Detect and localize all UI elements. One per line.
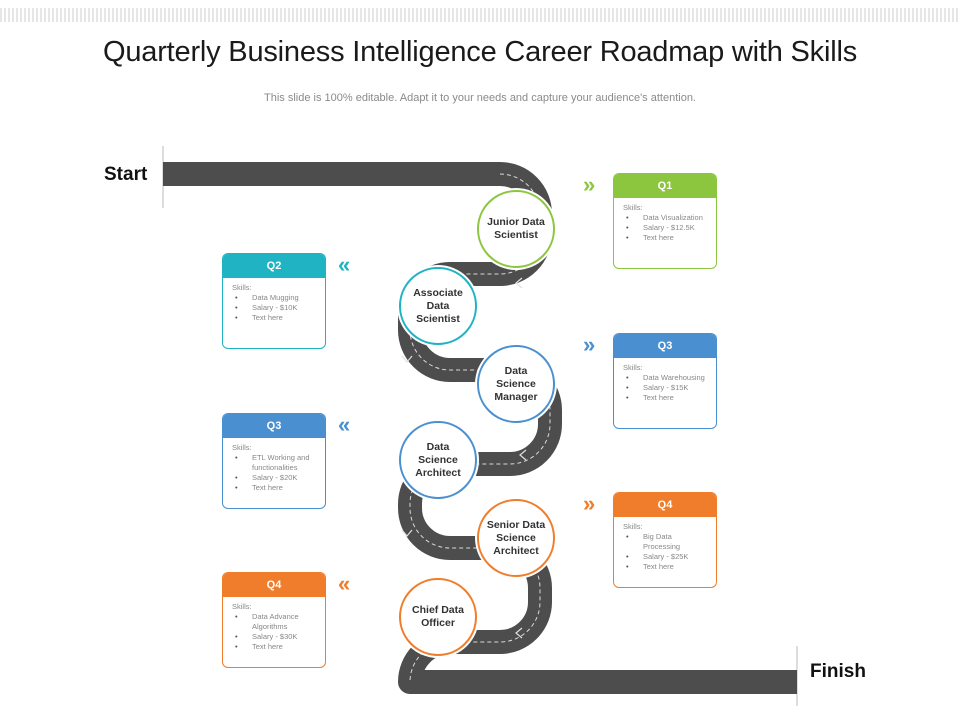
card-header: Q1 [614, 174, 716, 198]
skill-item: Salary - $10K [235, 303, 317, 313]
card-header: Q4 [223, 573, 325, 597]
skills-list: ETL Working and functionalities Salary -… [232, 453, 317, 493]
skill-item: Salary - $25K [626, 552, 708, 562]
stage-label: Senior Data Science Architect [486, 518, 546, 557]
skill-item: Big Data Processing [626, 532, 708, 552]
skill-item: Text here [235, 483, 317, 493]
chevron-left-icon: « [338, 252, 351, 277]
skill-item: ETL Working and functionalities [235, 453, 317, 473]
chevron-right-icon: » [583, 491, 596, 516]
header-stripe [0, 8, 960, 22]
skill-item: Text here [626, 393, 708, 403]
skills-label: Skills: [623, 203, 643, 212]
card-body: Skills: Data Advance Algorithms Salary -… [223, 597, 325, 652]
quarter-card-q4-right: Q4 Skills: Big Data Processing Salary - … [613, 492, 717, 588]
card-header: Q2 [223, 254, 325, 278]
skill-item: Data Advance Algorithms [235, 612, 317, 632]
quarter-card-q3-right: Q3 Skills: Data Warehousing Salary - $15… [613, 333, 717, 429]
slide-subtitle: This slide is 100% editable. Adapt it to… [264, 92, 696, 104]
skills-label: Skills: [623, 363, 643, 372]
road-center-dash [409, 173, 551, 683]
card-body: Skills: Big Data Processing Salary - $25… [614, 517, 716, 572]
stage-label: Associate Data Scientist [413, 286, 463, 325]
stage-label: Data Science Manager [494, 364, 538, 403]
finish-label: Finish [810, 661, 866, 682]
stage-associate-data-scientist: Associate Data Scientist [399, 267, 477, 345]
stage-label: Data Science Architect [415, 440, 461, 479]
stage-chief-data-officer: Chief Data Officer [399, 578, 477, 656]
card-body: Skills: Data Mugging Salary - $10K Text … [223, 278, 325, 323]
skill-item: Salary - $20K [235, 473, 317, 483]
slide-title: Quarterly Business Intelligence Career R… [102, 36, 857, 68]
skills-list: Big Data Processing Salary - $25K Text h… [623, 532, 708, 572]
skills-label: Skills: [232, 283, 252, 292]
skill-item: Salary - $15K [626, 383, 708, 393]
skills-list: Data Mugging Salary - $10K Text here [232, 293, 317, 323]
skills-list: Data Visualization Salary - $12.5K Text … [623, 213, 708, 243]
skill-item: Data Mugging [235, 293, 317, 303]
skill-item: Text here [235, 313, 317, 323]
skill-item: Salary - $30K [235, 632, 317, 642]
quarter-card-q2: Q2 Skills: Data Mugging Salary - $10K Te… [222, 253, 326, 349]
stage-data-science-manager: Data Science Manager [477, 345, 555, 423]
skill-item: Text here [626, 233, 708, 243]
stage-label: Chief Data Officer [412, 604, 464, 629]
skills-label: Skills: [232, 602, 252, 611]
skill-item: Text here [235, 642, 317, 652]
stage-data-science-architect: Data Science Architect [399, 421, 477, 499]
skill-item: Data Visualization [626, 213, 708, 223]
stage-label: Junior Data Scientist [487, 216, 545, 241]
card-body: Skills: Data Warehousing Salary - $15K T… [614, 358, 716, 403]
skills-label: Skills: [232, 443, 252, 452]
card-header: Q3 [614, 334, 716, 358]
skill-item: Salary - $12.5K [626, 223, 708, 233]
start-label: Start [104, 164, 148, 185]
skills-list: Data Advance Algorithms Salary - $30K Te… [232, 612, 317, 652]
skill-item: Data Warehousing [626, 373, 708, 383]
card-body: Skills: ETL Working and functionalities … [223, 438, 325, 493]
road-direction-arrows [401, 277, 527, 639]
card-body: Skills: Data Visualization Salary - $12.… [614, 198, 716, 243]
card-header: Q3 [223, 414, 325, 438]
quarter-card-q3-left: Q3 Skills: ETL Working and functionaliti… [222, 413, 326, 509]
chevron-left-icon: « [338, 412, 351, 437]
chevron-right-icon: » [583, 172, 596, 197]
skills-list: Data Warehousing Salary - $15K Text here [623, 373, 708, 403]
chevron-right-icon: » [583, 332, 596, 357]
stage-senior-data-science-architect: Senior Data Science Architect [477, 499, 555, 577]
quarter-card-q4-left: Q4 Skills: Data Advance Algorithms Salar… [222, 572, 326, 668]
chevron-left-icon: « [338, 571, 351, 596]
stage-junior-data-scientist: Junior Data Scientist [477, 190, 555, 268]
quarter-card-q1: Q1 Skills: Data Visualization Salary - $… [613, 173, 717, 269]
card-header: Q4 [614, 493, 716, 517]
skills-label: Skills: [623, 522, 643, 531]
skill-item: Text here [626, 562, 708, 572]
